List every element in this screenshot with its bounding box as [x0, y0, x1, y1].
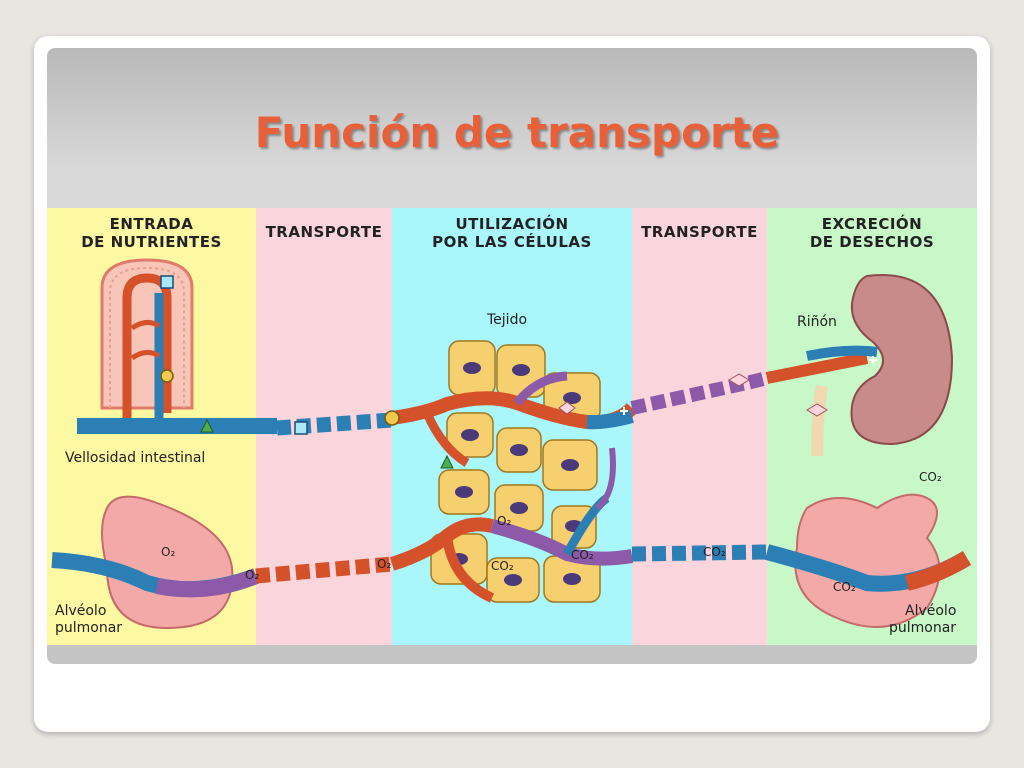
- lower-co2-transport: [631, 544, 768, 562]
- header-line-1: EXCRECIÓN: [821, 215, 923, 233]
- header-line-1: UTILIZACIÓN: [455, 215, 569, 233]
- co2-tissue-out-label: CO₂: [571, 548, 594, 562]
- o2-vessel-label: O₂: [245, 568, 260, 582]
- alveolus-left-label-2: pulmonar: [55, 620, 123, 636]
- intestinal-villus: [77, 258, 277, 434]
- cell-nuclei: [450, 362, 583, 586]
- header-line-1: TRANSPORTE: [265, 223, 383, 241]
- co2-exhale-label: CO₂: [919, 470, 942, 484]
- header-line-2: POR LAS CÉLULAS: [432, 233, 592, 251]
- column-header-transport-1: TRANSPORTE: [256, 223, 392, 241]
- slide-title: Función de transporte: [254, 108, 780, 157]
- alveolus-right-label-2: pulmonar: [889, 620, 957, 636]
- header-line-2: DE NUTRIENTES: [81, 233, 222, 251]
- upper-tissue-vessel: [384, 371, 638, 469]
- co2-tissue-label: CO₂: [491, 559, 514, 573]
- header-line-1: TRANSPORTE: [641, 223, 758, 241]
- o2-tissue-in-label: O₂: [377, 557, 392, 571]
- transport-diagram: ENTRADA DE NUTRIENTES TRANSPORTE UTILIZA…: [47, 208, 977, 645]
- upper-return-line: [630, 371, 769, 415]
- kidney-label: Riñón: [797, 314, 837, 330]
- o2-alveolus-label: O₂: [161, 545, 176, 559]
- villus-label: Vellosidad intestinal: [65, 450, 206, 466]
- diagram-canvas: [47, 208, 977, 645]
- column-header-cells: UTILIZACIÓN POR LAS CÉLULAS: [392, 215, 632, 251]
- column-header-nutrients: ENTRADA DE NUTRIENTES: [47, 215, 256, 251]
- lower-oxygen-transport: [255, 556, 393, 584]
- column-header-excretion: EXCRECIÓN DE DESECHOS: [767, 215, 977, 251]
- column-header-transport-2: TRANSPORTE: [632, 223, 767, 241]
- lower-tissue-vessel: [389, 447, 634, 603]
- co2-alveolus-label: CO₂: [833, 580, 856, 594]
- o2-tissue-label: O₂: [497, 514, 512, 528]
- nutrient-circle-marker: [160, 369, 174, 383]
- header-line-2: DE DESECHOS: [809, 233, 935, 251]
- alveolus-left-label-1: Alvéolo: [55, 603, 107, 619]
- column-bg-transport-2: [632, 208, 767, 645]
- tissue-label: Tejido: [487, 312, 528, 328]
- right-alveolus: [764, 493, 972, 628]
- nutrient-transport-line: [276, 412, 393, 436]
- header-line-1: ENTRADA: [109, 215, 194, 233]
- left-alveolus: [51, 495, 260, 630]
- kidney: [765, 274, 954, 457]
- alveolus-right-label-1: Alvéolo: [905, 603, 957, 619]
- nutrient-square-marker: [160, 275, 174, 289]
- nutrient-triangle-marker: [200, 418, 214, 433]
- co2-transport-label: CO₂: [703, 545, 726, 559]
